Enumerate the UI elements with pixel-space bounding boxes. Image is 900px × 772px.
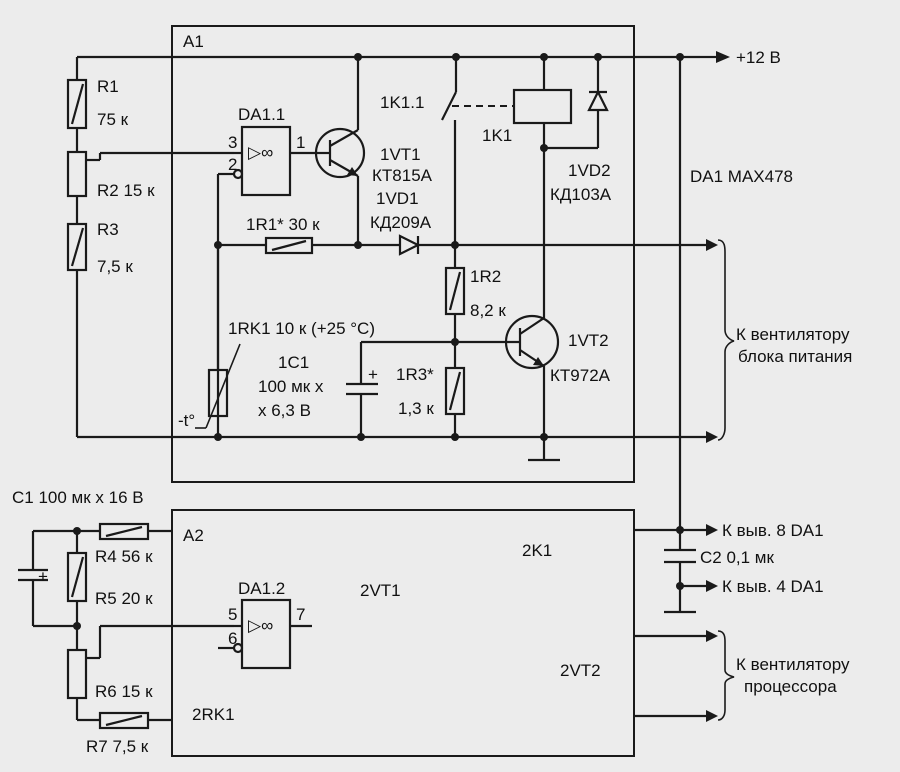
- c1-a1-value2: х 6,3 В: [258, 401, 311, 420]
- relay-contact: [441, 57, 458, 245]
- vd2-diode: [544, 57, 609, 150]
- c1-capacitor-a1: [346, 342, 378, 437]
- da11-pin1: 1: [296, 133, 305, 152]
- da12-pin5: 5: [228, 605, 237, 624]
- r1-star-resistor: [218, 236, 358, 255]
- plus12-label: +12 В: [736, 48, 781, 67]
- fan-cpu-line2: процессора: [744, 677, 837, 696]
- a2-rk1-label: 2RK1: [192, 705, 235, 724]
- vt1-label: 1VT1: [380, 145, 421, 164]
- pin4-label: К выв. 4 DA1: [722, 577, 824, 596]
- block-a2-label: A2: [183, 526, 204, 545]
- da11-pin3: 3: [228, 133, 237, 152]
- fan-cpu-line1: К вентилятору: [736, 655, 850, 674]
- relay-coil-label: 1K1: [482, 126, 512, 145]
- block-a1-outline: [171, 25, 635, 483]
- da11-pin2: 2: [228, 155, 237, 174]
- fan-psu-line2: блока питания: [738, 347, 852, 366]
- r3-star-resistor: [444, 342, 466, 437]
- r2-label: R2 15 к: [97, 181, 155, 200]
- vd2-type: КД103А: [550, 185, 612, 204]
- vt2-type: КТ972А: [550, 366, 611, 385]
- fan-cpu-arrows: [634, 630, 735, 722]
- rk1-label: 1RK1 10 к (+25 °С): [228, 319, 375, 338]
- a2-vt1-label: 2VT1: [360, 581, 401, 600]
- r2-potentiometer: [66, 150, 234, 198]
- da1-supply-bus: [634, 53, 718, 614]
- r4-label: R4 56 к: [95, 547, 153, 566]
- da12-pin6: 6: [228, 629, 237, 648]
- r1-star-label: 1R1* 30 к: [246, 215, 320, 234]
- vt1-transistor: [314, 57, 366, 245]
- r2-resistor-a1: [444, 245, 466, 340]
- fan-psu-line1: К вентилятору: [736, 325, 850, 344]
- pin8-label: К выв. 8 DA1: [722, 521, 824, 540]
- vd1-type: КД209А: [370, 213, 432, 232]
- vt2-transistor: [361, 314, 560, 462]
- a2-c1-label: C1 100 мк х 16 В: [12, 488, 144, 507]
- r2-a1-label: 1R2: [470, 267, 501, 286]
- da12-symbol: ▷∞: [248, 616, 273, 635]
- r5-label: R5 20 к: [95, 589, 153, 608]
- fan-psu-arrows: [706, 239, 735, 443]
- a2-left-network: [18, 522, 234, 730]
- plus12-rail: [77, 51, 730, 63]
- a2-vt2-label: 2VT2: [560, 661, 601, 680]
- da11-label: DA1.1: [238, 105, 285, 124]
- rk1-thermistor: [195, 245, 241, 429]
- r1-value: 75 к: [97, 110, 129, 129]
- r7-label: R7 7,5 к: [86, 737, 149, 756]
- c1-a1-value1: 100 мк х: [258, 377, 324, 396]
- rk1-temp: -t°: [178, 411, 195, 430]
- da12-comparator: [218, 598, 312, 670]
- a2-c1-plus: +: [38, 567, 48, 586]
- vt2-label: 1VT2: [568, 331, 609, 350]
- r3-resistor: [66, 222, 88, 272]
- r6-label: R6 15 к: [95, 682, 153, 701]
- block-a2-outline: [171, 509, 635, 757]
- r3-star-value: 1,3 к: [398, 399, 434, 418]
- relay-coil: [512, 57, 573, 318]
- vd1-diode: [358, 234, 706, 256]
- da11-symbol: ▷∞: [248, 143, 273, 162]
- r2-a1-value: 8,2 к: [470, 301, 506, 320]
- vt1-type: КТ815А: [372, 166, 433, 185]
- vd2-label: 1VD2: [568, 161, 611, 180]
- r3-value: 7,5 к: [97, 257, 133, 276]
- c1-a1-plus: +: [368, 365, 378, 384]
- r1-resistor: [66, 78, 88, 130]
- a1-junctions: [214, 53, 602, 441]
- da12-label: DA1.2: [238, 579, 285, 598]
- chip-note: DA1 MAX478: [690, 167, 793, 186]
- r1-label: R1: [97, 77, 119, 96]
- c1-a1-label: 1C1: [278, 353, 309, 372]
- a2-k1-label: 2K1: [522, 541, 552, 560]
- left-divider-wires: [75, 57, 706, 439]
- block-a1-label: A1: [183, 32, 204, 51]
- da12-pin7: 7: [296, 605, 305, 624]
- r3-label: R3: [97, 220, 119, 239]
- relay-contact-label: 1K1.1: [380, 93, 424, 112]
- vd1-label: 1VD1: [376, 189, 419, 208]
- c2-label: C2 0,1 мк: [700, 548, 774, 567]
- r3-star-label: 1R3*: [396, 365, 434, 384]
